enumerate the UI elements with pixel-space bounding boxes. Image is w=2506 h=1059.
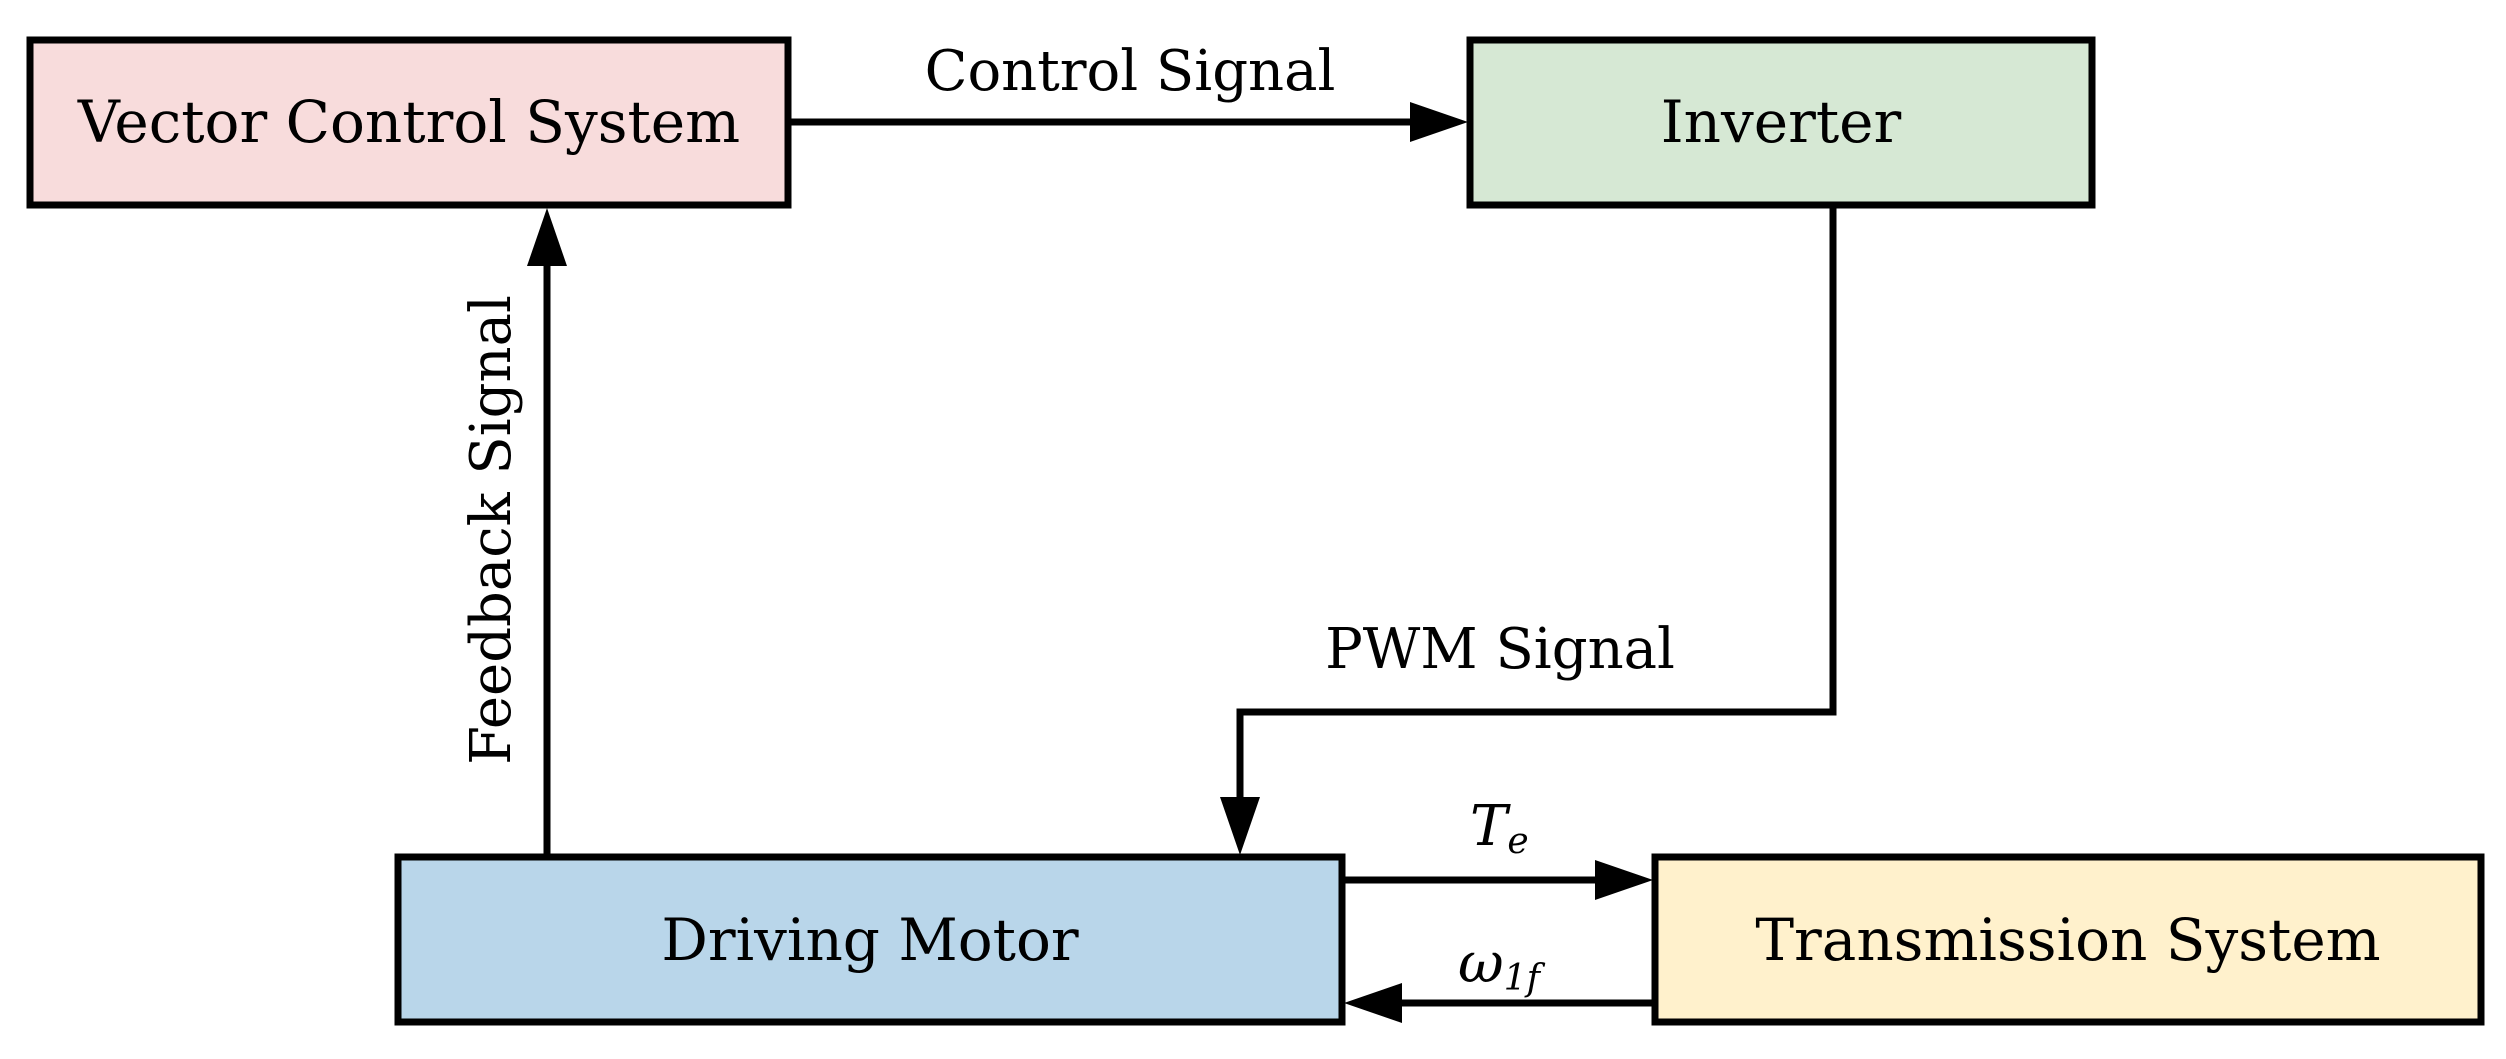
driving-motor-box	[394, 853, 1346, 1026]
feedback-signal-arrow	[527, 208, 567, 855]
speed-arrow	[1344, 983, 1653, 1023]
pwm-signal-arrow	[1220, 207, 1837, 855]
driving-motor-block: Driving Motor	[394, 853, 1346, 1026]
transmission-system-label: Transmission System	[1755, 906, 2380, 974]
control-signal-label: Control Signal	[925, 39, 1336, 104]
pwm-signal-arrowhead	[1220, 797, 1260, 855]
speed-arrowhead	[1344, 983, 1402, 1023]
transmission-system-box	[1651, 853, 2485, 1026]
inverter-block: Inverter	[1466, 36, 2096, 209]
control-signal-arrowhead	[1410, 102, 1468, 142]
inverter-box	[1466, 36, 2096, 209]
vector-control-system-label: Vector Control System	[77, 88, 740, 156]
feedback-signal-label: Feedback Signal	[459, 295, 524, 765]
vector-control-system-block: Vector Control System	[26, 36, 792, 209]
torque-symbol: T	[1470, 794, 1511, 859]
speed-symbol: ω	[1458, 931, 1504, 996]
speed-subscript: 1f	[1504, 958, 1546, 999]
feedback-signal-arrowhead	[527, 208, 567, 266]
driving-motor-label: Driving Motor	[661, 906, 1079, 974]
torque-arrowhead	[1595, 860, 1653, 900]
pwm-signal-line	[1236, 207, 1837, 805]
speed-label: ω1f	[1458, 931, 1546, 999]
transmission-system-block: Transmission System	[1651, 853, 2485, 1026]
torque-arrow	[1344, 860, 1653, 900]
pwm-signal-label: PWM Signal	[1325, 617, 1675, 682]
torque-label: Te	[1470, 794, 1529, 862]
control-signal-arrow	[791, 102, 1468, 142]
torque-subscript: e	[1507, 821, 1528, 862]
inverter-label: Inverter	[1661, 88, 1902, 156]
vector-control-system-box	[26, 36, 792, 209]
